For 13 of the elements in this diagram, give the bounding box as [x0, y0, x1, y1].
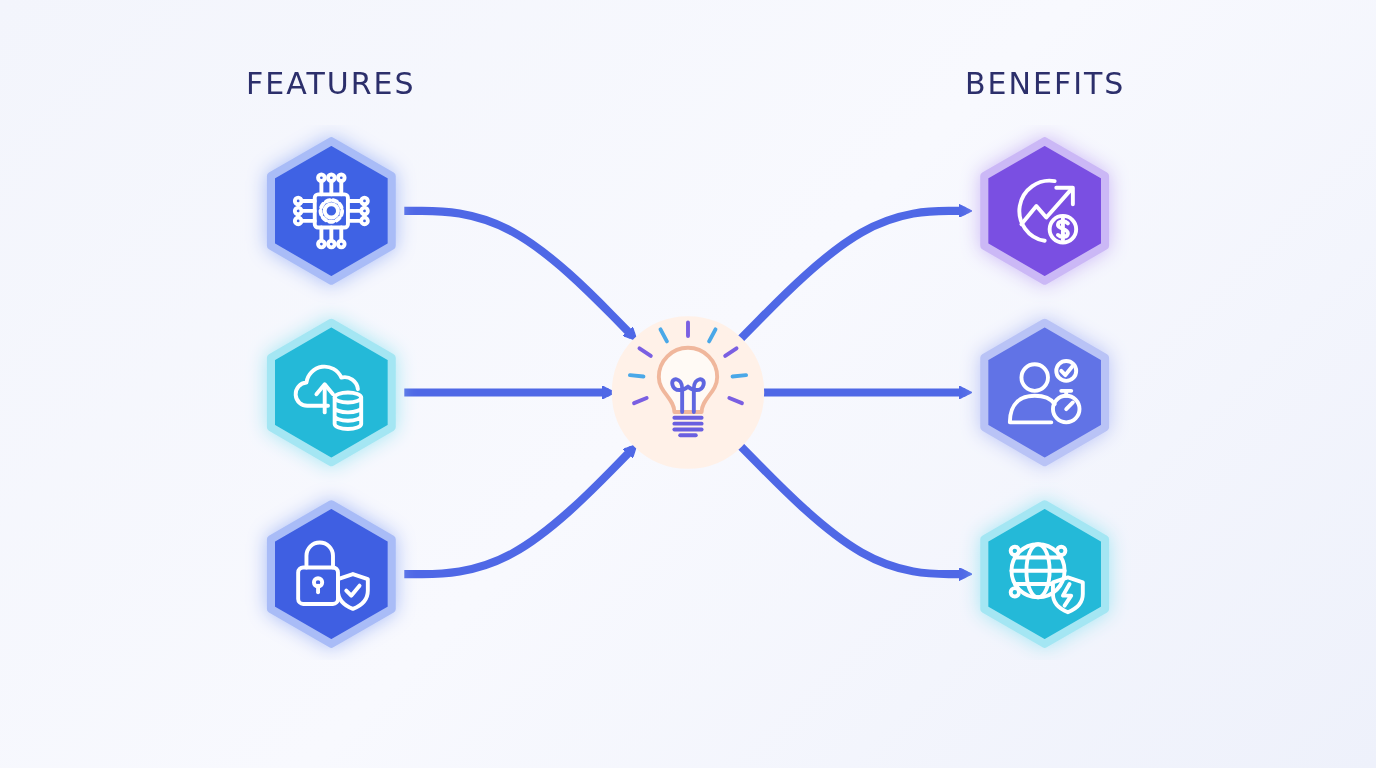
node-hexagon — [266, 137, 396, 285]
column-heading: BENEFITS — [965, 66, 1126, 101]
node-picture — [611, 316, 765, 469]
node-hexagon — [266, 500, 396, 648]
arrow — [736, 441, 973, 582]
node-hexagon — [980, 500, 1110, 648]
node-hexagon — [980, 318, 1110, 467]
arrow — [404, 443, 638, 579]
column-heading: FEATURES — [246, 66, 416, 101]
node-hexagon — [980, 137, 1110, 285]
arrow — [736, 203, 973, 344]
node-hexagon — [266, 318, 396, 467]
arrow — [404, 206, 638, 342]
